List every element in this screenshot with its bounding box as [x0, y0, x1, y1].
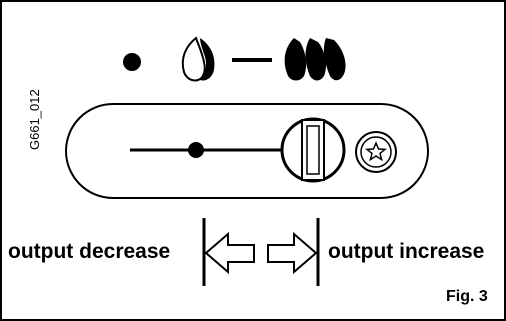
figure-caption: Fig. 3	[446, 288, 488, 305]
left-arrow-icon	[204, 231, 255, 275]
knob-icon[interactable]	[280, 117, 346, 183]
star-button-icon[interactable]	[355, 131, 397, 173]
increase-label: output increase	[328, 240, 485, 263]
decrease-label: output decrease	[8, 240, 171, 263]
small-flame-icon	[181, 36, 215, 82]
right-arrow-icon	[267, 231, 318, 275]
figure-code: G661_012	[27, 89, 42, 150]
large-flame-icon	[284, 38, 346, 81]
filled-dot-icon	[123, 53, 141, 71]
slider-handle[interactable]	[188, 142, 204, 158]
